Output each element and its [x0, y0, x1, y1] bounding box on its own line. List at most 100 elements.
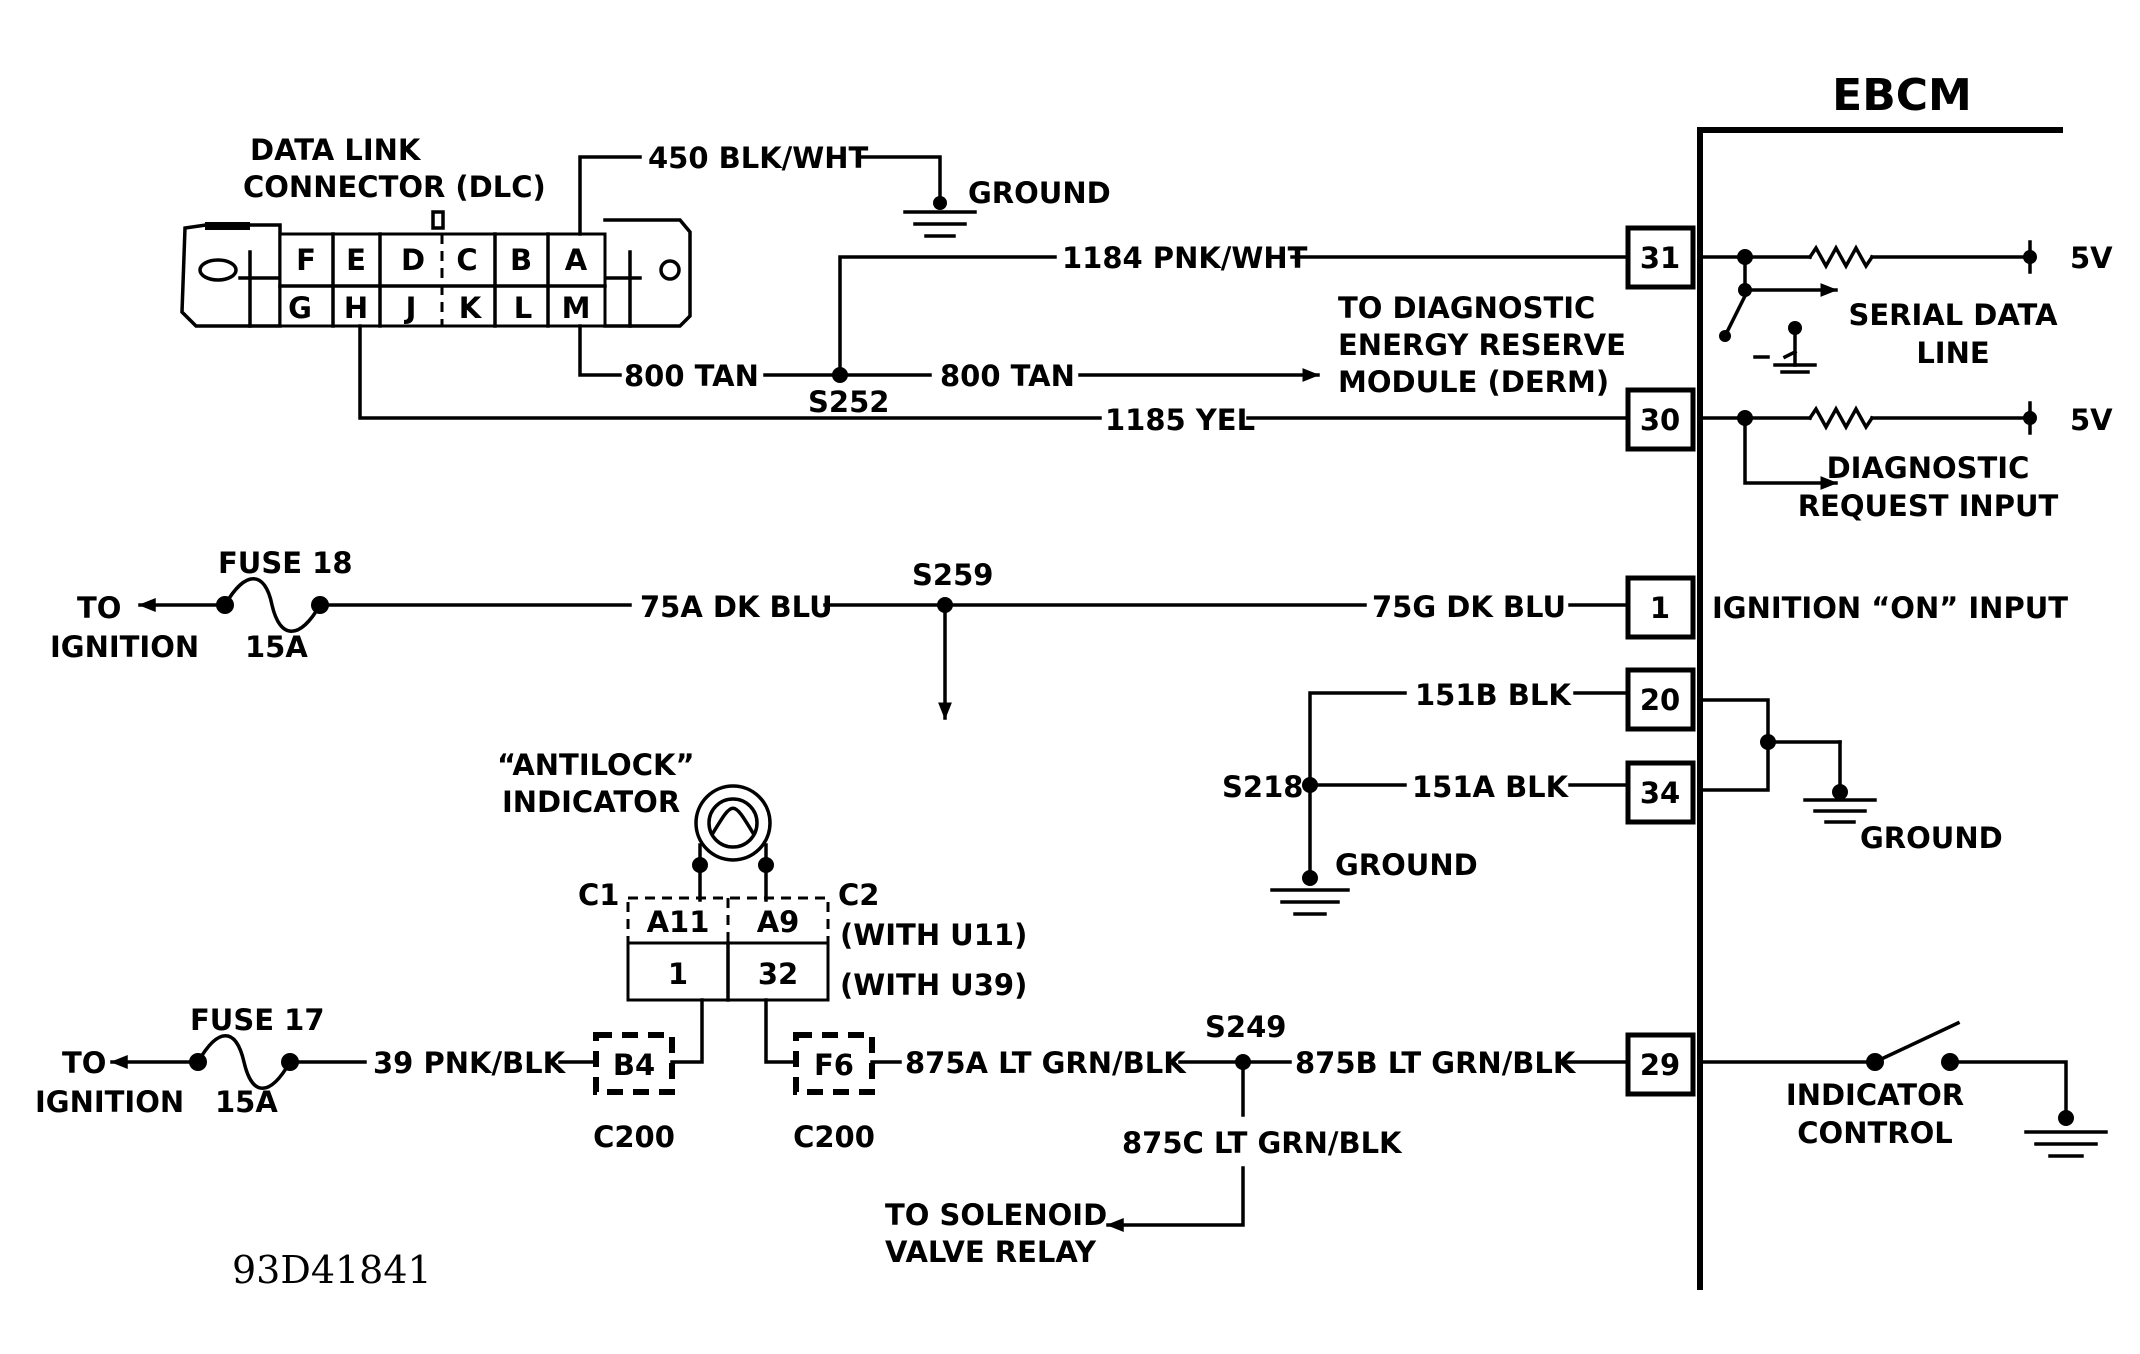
dlc-pin-e: E — [346, 243, 366, 277]
fuse-18-icon — [222, 577, 323, 633]
diagnostic-request-label-1: DIAGNOSTIC — [1827, 451, 2030, 485]
derm-label-1: TO DIAGNOSTIC — [1338, 291, 1595, 325]
diagnostic-request-label-2: REQUEST INPUT — [1798, 489, 2059, 523]
fuse-18-ignition-label: IGNITION — [50, 630, 199, 664]
fuse-18-to-label: TO — [77, 591, 121, 625]
dlc-left-latch — [180, 223, 282, 328]
wire-450-label: 450 BLK/WHT — [648, 141, 869, 175]
fuse-18-name: FUSE 18 — [218, 546, 353, 580]
antilock-indicator: “ANTILOCK” INDICATOR A11 A9 C1 C2 (WITH … — [497, 748, 1027, 1002]
c1-label: C1 — [578, 878, 619, 912]
ignition-on-input-label: IGNITION “ON” INPUT — [1712, 591, 2068, 625]
wire-875b-label: 875B LT GRN/BLK — [1295, 1046, 1577, 1080]
pin-1-indicator-label: 1 — [668, 957, 688, 991]
s252-label: S252 — [808, 385, 889, 419]
pin-1-box — [1625, 575, 1696, 640]
wire-75a-label: 75A DK BLU — [640, 590, 833, 624]
wire-800-left-label: 800 TAN — [624, 359, 759, 393]
s218-label: S218 — [1222, 770, 1303, 804]
ground-top-label: GROUND — [968, 176, 1111, 210]
dlc-pin-g: G — [288, 291, 312, 325]
splice-s218 — [1302, 777, 1318, 793]
pin-31-label: 31 — [1640, 241, 1680, 275]
pin-34-label: 34 — [1640, 776, 1680, 810]
s249-label: S249 — [1205, 1010, 1286, 1044]
dlc-pin-k: K — [459, 291, 483, 325]
ground-icon-indicator — [2024, 1130, 2108, 1158]
with-u11-label: (WITH U11) — [840, 918, 1027, 952]
ground-icon-top — [903, 210, 977, 238]
fuse-17-to-label: TO — [62, 1046, 106, 1080]
with-u39-label: (WITH U39) — [840, 968, 1027, 1002]
pin-29-label: 29 — [1640, 1048, 1680, 1082]
fuse-17-ignition-label: IGNITION — [35, 1085, 184, 1119]
fuse-17-circuit: TO IGNITION FUSE 17 15A 39 PNK/BLK B4 C2… — [35, 998, 1630, 1269]
data-link-connector: DATA LINK CONNECTOR (DLC) F E D C B A G … — [180, 133, 692, 328]
indicator-bulb-icon — [694, 784, 772, 862]
dlc-pin-l: L — [514, 291, 532, 325]
serial-transistor — [1722, 293, 1748, 339]
pin-1-label: 1 — [1650, 591, 1670, 625]
ground-s218-label: GROUND — [1335, 848, 1478, 882]
pin-29-box — [1625, 1032, 1696, 1097]
indicator-control-label-1: INDICATOR — [1786, 1078, 1964, 1112]
ebcm-ground-label: GROUND — [1860, 821, 2003, 855]
dlc-pin-m: M — [562, 291, 591, 325]
dlc-pin-b: B — [510, 243, 532, 277]
dlc-pin-j: J — [404, 291, 417, 325]
wire-1184-label: 1184 PNK/WHT — [1062, 241, 1308, 275]
fuse-17-rating: 15A — [215, 1085, 278, 1119]
ebcm-title: EBCM — [1832, 70, 1972, 121]
pin-20-box — [1625, 667, 1696, 732]
ground-icon-s218 — [1270, 888, 1350, 916]
pin-20-label: 20 — [1640, 683, 1680, 717]
pin-a9-label: A9 — [757, 905, 800, 939]
figure-id: 93D41841 — [232, 1248, 432, 1292]
serial-data-line-label-2: LINE — [1916, 336, 1989, 370]
wire-151b-label: 151B BLK — [1415, 678, 1572, 712]
pin-a11-label: A11 — [647, 905, 710, 939]
s259-label: S259 — [912, 558, 993, 592]
5v-label-top: 5V — [2070, 241, 2113, 275]
fuse-18-circuit: TO IGNITION FUSE 18 15A 75A DK BLU S259 … — [50, 546, 1630, 720]
derm-label-2: ENERGY RESERVE — [1338, 328, 1626, 362]
fuse-17-name: FUSE 17 — [190, 1003, 325, 1037]
f6-location-label: C200 — [793, 1120, 875, 1154]
dlc-title-1: DATA LINK — [250, 133, 422, 167]
serial-data-line-label-1: SERIAL DATA — [1848, 298, 2058, 332]
wire-151a-label: 151A BLK — [1412, 770, 1570, 804]
fuse-17-icon — [195, 1034, 293, 1090]
indicator-control-switch — [1872, 1020, 1961, 1065]
f6-label: F6 — [814, 1048, 854, 1082]
pin-34-box — [1625, 760, 1696, 825]
dlc-wiring: 450 BLK/WHT GROUND 1184 PNK/WHT 800 TAN … — [358, 141, 1630, 437]
wire-1185-label: 1185 YEL — [1105, 403, 1255, 437]
dlc-pin-c: C — [456, 243, 477, 277]
fuse-18-rating: 15A — [245, 630, 308, 664]
dlc-right-latch — [603, 218, 692, 328]
dlc-pin-h: H — [344, 291, 368, 325]
solenoid-label-1: TO SOLENOID — [885, 1198, 1107, 1232]
c2-label: C2 — [838, 878, 879, 912]
solenoid-label-2: VALVE RELAY — [885, 1235, 1097, 1269]
b4-label: B4 — [613, 1048, 655, 1082]
ground-s218-circuit: 151B BLK 151A BLK S218 GROUND — [1222, 678, 1630, 916]
pin-30-box — [1625, 387, 1696, 452]
wire-800-right-label: 800 TAN — [940, 359, 1075, 393]
ground-icon-ebcm — [1803, 798, 1877, 824]
pin-32-indicator-label: 32 — [758, 957, 798, 991]
wire-39-label: 39 PNK/BLK — [373, 1046, 567, 1080]
wire-875a-label: 875A LT GRN/BLK — [905, 1046, 1187, 1080]
dlc-pin-d: D — [401, 243, 425, 277]
ebcm-module: EBCM 31 30 1 20 34 29 5V SERIAL DATA LIN… — [1625, 70, 2113, 1290]
pin-30-label: 30 — [1640, 403, 1680, 437]
wire-75g-label: 75G DK BLU — [1372, 590, 1566, 624]
b4-location-label: C200 — [593, 1120, 675, 1154]
antilock-title-2: INDICATOR — [502, 785, 680, 819]
dlc-pin-a: A — [565, 243, 588, 277]
indicator-control-label-2: CONTROL — [1797, 1116, 1952, 1150]
pullup-resistor-30 — [1807, 405, 1875, 431]
splice-s252 — [832, 367, 848, 383]
wire-875c-label: 875C LT GRN/BLK — [1122, 1126, 1403, 1160]
